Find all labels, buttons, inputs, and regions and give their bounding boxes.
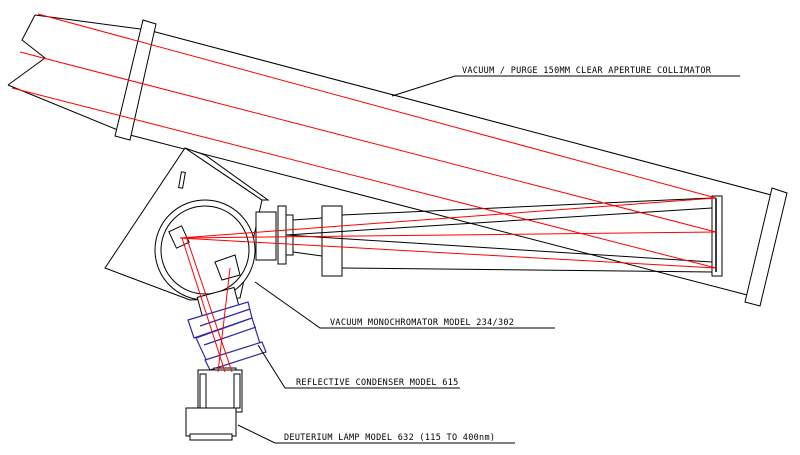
light-rays [11, 13, 717, 373]
lamp-fins-left [199, 373, 207, 409]
label-monochromator: VACUUM MONOCHROMATOR MODEL 234/302 [330, 318, 514, 328]
monochromator-exit-flange [277, 205, 287, 265]
condenser-assembly [187, 301, 267, 371]
ray-converge-b [179, 237, 717, 269]
ray-down-a [181, 237, 226, 373]
monochromator-label-slot [178, 171, 186, 189]
ray-down-c [217, 267, 231, 373]
ray-collimated-top [37, 13, 717, 199]
label-lamp: DEUTERIUM LAMP MODEL 632 (115 TO 400nm) [284, 433, 495, 443]
label-condenser: REFLECTIVE CONDENSER MODEL 615 [296, 378, 459, 388]
ray-converge-a [179, 197, 717, 239]
coupling-tube-top [292, 217, 323, 221]
ray-down-b [185, 235, 233, 373]
lamp-assembly [185, 367, 243, 441]
ray-converge-c [179, 231, 717, 239]
monochromator-assembly [104, 147, 343, 324]
internal-mirror-bottom [214, 254, 241, 281]
coupling-flange-b [321, 205, 343, 277]
leader-lines [237, 75, 740, 444]
grating-element [168, 225, 190, 249]
leader-lamp [237, 424, 515, 444]
coupling-tube-bottom [292, 251, 323, 257]
collimator-left-flange [114, 19, 157, 141]
leader-collimator [391, 75, 740, 97]
monochromator-exit-port [255, 211, 277, 261]
monochromator-housing-side [184, 147, 270, 201]
lamp-fins-right [233, 373, 241, 409]
ray-collimated-bottom [11, 87, 717, 269]
leader-monochromator [254, 281, 555, 329]
label-collimator: VACUUM / PURGE 150MM CLEAR APERTURE COLL… [462, 66, 712, 76]
leader-condenser [257, 344, 460, 389]
lamp-base-cap [189, 433, 233, 441]
condenser-bottom-plate [204, 341, 267, 371]
monochromator-inner-ring [160, 205, 250, 295]
lamp-base [185, 407, 237, 437]
collimator-break-line [7, 14, 149, 136]
collimator-right-flange [744, 187, 788, 307]
ray-collimated-middle [19, 51, 717, 233]
collimator-mirror-mount [711, 195, 723, 277]
